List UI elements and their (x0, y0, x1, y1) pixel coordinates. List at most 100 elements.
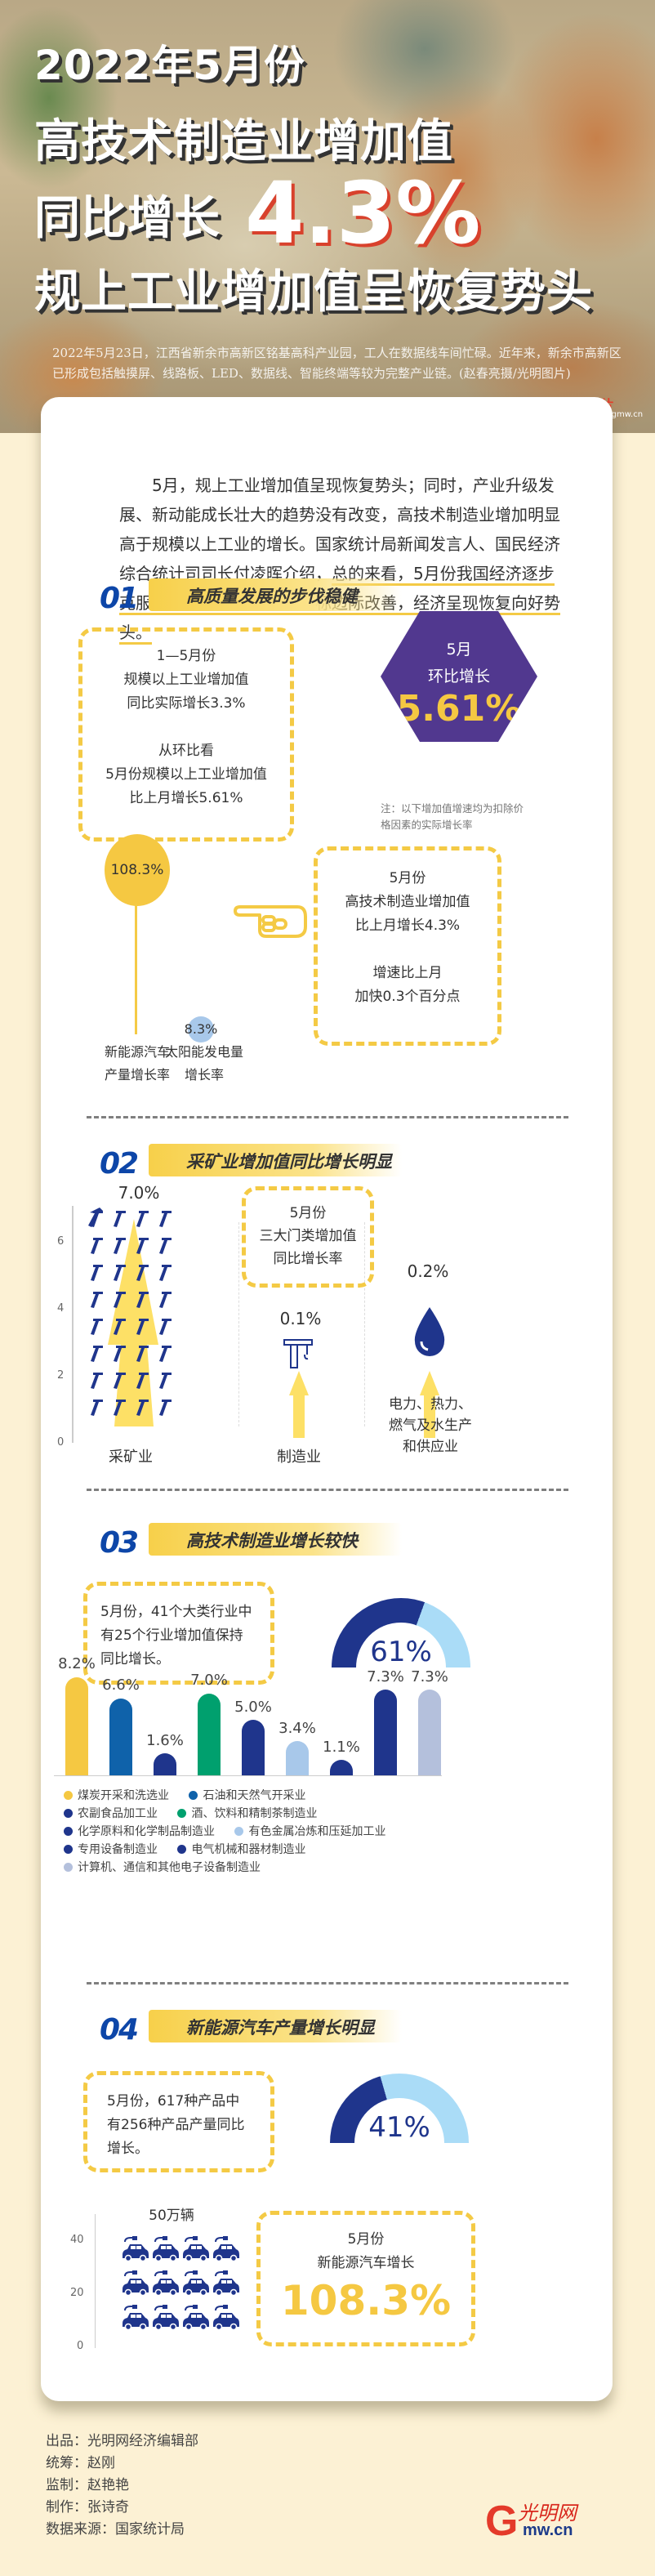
label-line: 增长率 (184, 1067, 224, 1083)
ev-car-pictogram (122, 2235, 240, 2331)
y-tick: 0 (57, 1436, 65, 1449)
box-line: 有256种产品产量同比 (107, 2117, 245, 2133)
box-line: 5月份 (289, 1205, 327, 1221)
credit-coordinator: 统筹：赵刚 (46, 2455, 115, 2471)
column-divider (238, 1222, 239, 1426)
legend-dot (64, 1863, 73, 1872)
bar-value: 7.3% (367, 1668, 404, 1685)
section-divider (87, 1116, 568, 1118)
gauge-value: 61% (370, 1636, 432, 1668)
bubble-solar-growth (188, 1016, 214, 1042)
bar-coal (65, 1677, 88, 1775)
y-axis (95, 2214, 96, 2348)
section-number: 03 (100, 1526, 139, 1560)
high-tech-mom-box: 5月份 高技术制造业增加值 比上月增长4.3% 增速比上月 加快0.3个百分点 (314, 846, 501, 1046)
gauge-value: 41% (368, 2111, 430, 2144)
legend-item: 煤炭开采和洗选业 (64, 1787, 169, 1803)
legend-item: 专用设备制造业 (64, 1841, 158, 1857)
bubble-nev-growth: 108.3% (105, 834, 170, 906)
hero-line-subject: 高技术制造业增加值 (34, 115, 453, 168)
legend-label: 煤炭开采和洗选业 (78, 1789, 169, 1802)
hex-line-month: 5月 (446, 641, 472, 659)
legend-label: 电气机械和器材制造业 (191, 1843, 306, 1856)
section-04-header: 04 新能源汽车产量增长明显 (41, 2010, 613, 2047)
y-tick: 2 (57, 1369, 65, 1382)
box-line: 比上月增长5.61% (129, 790, 243, 806)
section-title-bar (149, 1144, 402, 1176)
water-drop-icon (414, 1307, 445, 1356)
box-line: 同比增长。 (100, 1651, 170, 1667)
bar-value: 1.6% (146, 1732, 184, 1749)
label-line: 和供应业 (403, 1439, 458, 1455)
box-line: 5月份，41个大类行业中 (100, 1604, 252, 1620)
bar-beverage (198, 1694, 221, 1775)
box-line: 从环比看 (158, 743, 214, 759)
gauge-41-percent: 41% (330, 2074, 469, 2155)
label-line: 燃气及水生产 (389, 1417, 472, 1434)
legend-label: 石油和天然气开采业 (203, 1789, 306, 1802)
logo-chinese: 光明网 (518, 2502, 577, 2525)
hero-line-growth: 同比增长 (34, 192, 221, 245)
nev-growth-value: 108.3% (280, 2277, 452, 2324)
section-number: 04 (100, 2013, 139, 2047)
box-line: 5月份规模以上工业增加值 (105, 766, 267, 783)
box-line: 5月份 (347, 2231, 385, 2248)
box-line: 高技术制造业增加值 (345, 894, 470, 910)
bar-oil-gas (109, 1699, 132, 1775)
bar-value: 3.4% (278, 1720, 316, 1737)
content-card: 5月，规上工业增加值呈现恢复势头；同时，产业升级发展、新动能成长壮大的趋势没有改… (41, 397, 613, 2401)
legend-label: 化学原料和化学制品制造业 (78, 1825, 215, 1838)
spacer (318, 938, 497, 962)
credit-supervisor: 监制：赵艳艳 (46, 2477, 129, 2493)
legend-item: 化学原料和化学制品制造业 (64, 1823, 215, 1839)
legend-row: 计算机、通信和其他电子设备制造业 (64, 1859, 277, 1875)
hex-line-label: 环比增长 (427, 667, 490, 685)
box-line: 加快0.3个百分点 (354, 989, 461, 1005)
bar-nonferrous (286, 1741, 309, 1775)
mining-value: 7.0% (118, 1183, 160, 1203)
box-line: 有25个行业增加值保持 (100, 1627, 243, 1644)
bar-value: 5.0% (234, 1699, 272, 1716)
three-sectors-box: 5月份 三大门类增加值 同比增长率 (242, 1186, 374, 1288)
photo-watermark-domain: c.gmw.cn (604, 410, 644, 419)
hero-line-summary: 规上工业增加值呈恢复势头 (34, 266, 593, 319)
bar-value: 1.1% (323, 1739, 360, 1756)
label-line: 产量增长率 (104, 1067, 170, 1083)
legend-dot (189, 1791, 198, 1800)
label-line: 太阳能发电量 (164, 1044, 243, 1060)
crane-icon (283, 1339, 313, 1368)
legend-dot (64, 1791, 73, 1800)
legend-item: 酒、饮料和精制茶制造业 (177, 1805, 317, 1821)
hero-big-percent: 4.3% (245, 163, 481, 263)
section-number: 02 (100, 1147, 139, 1181)
legend-dot (64, 1845, 73, 1854)
legend-dot (64, 1809, 73, 1818)
bar-electrical (374, 1690, 397, 1775)
section-title-bar (149, 1523, 402, 1556)
column-divider (364, 1222, 365, 1426)
y-tick: 0 (77, 2340, 84, 2352)
pointing-hand-icon (234, 905, 307, 938)
gauge-61-percent: 61% (332, 1598, 470, 1680)
y-tick: 4 (57, 1302, 65, 1315)
pictogram-label: 50万辆 (149, 2208, 194, 2224)
legend-label: 酒、饮料和精制茶制造业 (191, 1807, 318, 1820)
industries-growth-box: 5月份，41个大类行业中 有25个行业增加值保持 同比增长。 (83, 1582, 274, 1685)
bar-electronics (418, 1690, 441, 1775)
bubble-label-nev: 新能源汽车 产量增长率 (98, 1041, 176, 1087)
legend-item: 有色金属冶炼和压延加工业 (234, 1823, 385, 1839)
legend-dot (234, 1827, 244, 1836)
gmw-logo: G 光明网 mw.cn (485, 2493, 616, 2545)
hex-value: 5.61% (396, 688, 522, 730)
box-line: 三大门类增加值 (259, 1228, 357, 1244)
bar-agri-food (154, 1753, 176, 1775)
footnote: 注：以下增加值增速均为扣除价格因素的实际增长率 (381, 802, 524, 831)
legend-dot (177, 1845, 187, 1854)
yoy-info-box: 1—5月份 规模以上工业增加值 同比实际增长3.3% 从环比看 5月份规模以上工… (78, 627, 294, 842)
legend-label: 农副食品加工业 (78, 1807, 158, 1820)
photo-caption: 2022年5月23日，江西省新余市高新区铭基高科产业园，工人在数据线车间忙碌。近… (52, 346, 622, 381)
credits: 出品：光明网经济编辑部 统筹：赵刚 监制：赵艳艳 制作：张诗奇 数据来源：国家统… (46, 2431, 198, 2541)
label-line: 新能源汽车 (104, 1044, 170, 1060)
legend-label: 计算机、通信和其他电子设备制造业 (78, 1861, 261, 1874)
box-line: 增长。 (107, 2141, 149, 2157)
